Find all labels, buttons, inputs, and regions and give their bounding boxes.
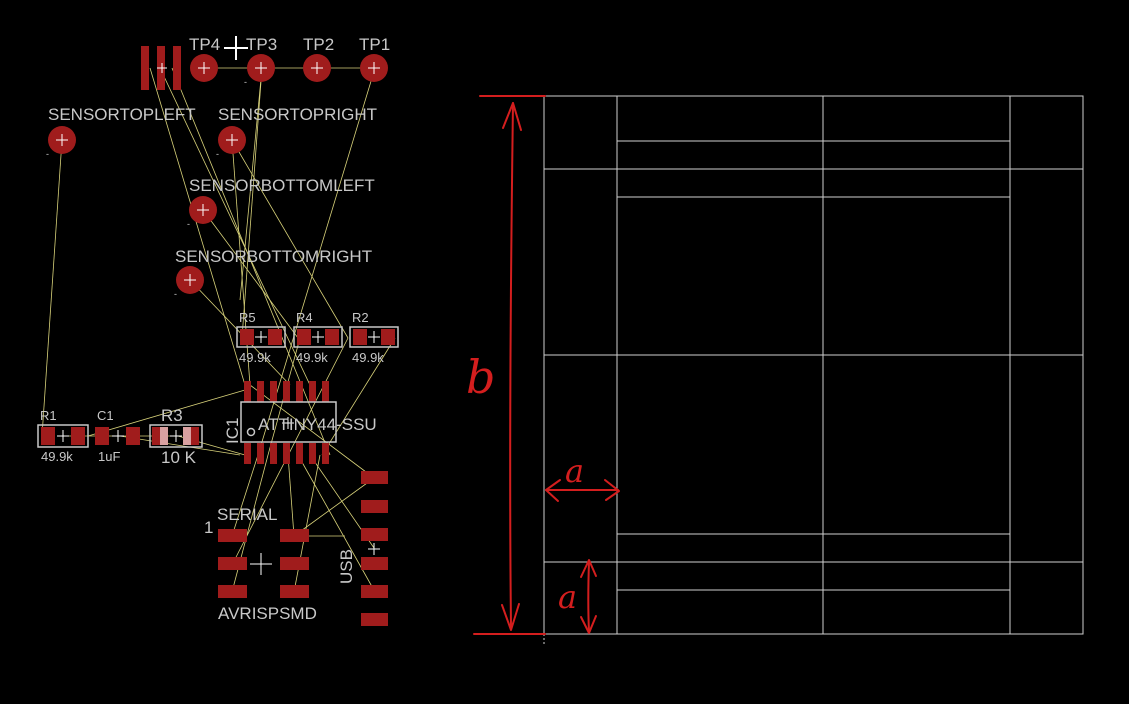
resistor-r4[interactable]: R4 49.9k (293, 310, 343, 365)
pad-minus-mark: - (244, 77, 247, 87)
resistor-r1[interactable]: R1 49.9k (37, 408, 89, 464)
capacitor-c1-ref: C1 (97, 408, 114, 423)
pin1-label: 1 (204, 518, 213, 537)
testpoint-tp1-label: TP1 (359, 35, 390, 54)
resistor-r1-ref: R1 (40, 408, 57, 423)
b-label: b (466, 350, 495, 404)
sensor-bottom-right[interactable]: SENSORBOTTOMRIGHT - (174, 247, 372, 299)
testpoint-tp3-label: TP3 (246, 35, 277, 54)
pad-minus-mark: - (46, 149, 49, 159)
pad-minus-mark: - (174, 289, 177, 299)
ic1-ref-label: IC1 (223, 418, 242, 444)
sensor-bottom-left[interactable]: SENSORBOTTOMLEFT - (187, 176, 375, 229)
testpoint-tp1[interactable]: TP1 (359, 35, 390, 82)
resistor-r3-ref: R3 (161, 406, 183, 425)
cursor-crosshair-icon (224, 36, 248, 60)
sensor-top-right[interactable]: SENSORTOPRIGHT - (216, 105, 377, 159)
testpoint-tp3[interactable]: TP3 (246, 35, 277, 82)
resistor-r2-ref: R2 (352, 310, 369, 325)
sensor-top-left-label: SENSORTOPLEFT (48, 105, 196, 124)
pad-minus-mark: - (216, 149, 219, 159)
ic1-attiny[interactable]: ATTINY44-SSU IC1 (223, 381, 377, 464)
a-height-label: a (558, 578, 577, 616)
resistor-r2[interactable]: R2 49.9k (349, 310, 399, 365)
resistor-r3[interactable]: R3 10 K (149, 406, 203, 467)
resistor-r2-value: 49.9k (352, 350, 384, 365)
b-dimension-arrow: b (466, 95, 546, 635)
a-width-arrow: a (545, 452, 620, 502)
pad-minus-mark: - (187, 219, 190, 229)
header-pads[interactable] (141, 46, 181, 90)
capacitor-c1-value: 1uF (98, 449, 120, 464)
capacitor-c1[interactable]: C1 1uF (95, 408, 140, 464)
ic1-part-label: ATTINY44-SSU (258, 415, 377, 434)
serial-label: SERIAL (217, 505, 277, 524)
resistor-r5-value: 49.9k (239, 350, 271, 365)
resistor-r3-value: 10 K (161, 448, 197, 467)
testpoint-tp2-label: TP2 (303, 35, 334, 54)
usb-connector[interactable]: USB (337, 471, 388, 626)
resistor-r4-value: 49.9k (296, 350, 328, 365)
sensor-bottom-left-label: SENSORBOTTOMLEFT (189, 176, 375, 195)
avrisp-header[interactable]: SERIAL 1 AVRISPSMD (204, 505, 317, 623)
sensor-top-right-label: SENSORTOPRIGHT (218, 105, 377, 124)
usb-label: USB (337, 549, 356, 584)
pcb-board: TP4 TP3 TP2 TP1 - SENSORTOPLEFT - (37, 35, 399, 626)
a-width-label: a (565, 452, 584, 490)
testpoint-tp2[interactable]: TP2 (303, 35, 334, 82)
resistor-r5[interactable]: R5 49.9k (236, 310, 286, 365)
testpoint-tp4-label: TP4 (189, 35, 220, 54)
resistor-r1-value: 49.9k (41, 449, 73, 464)
resistor-r4-ref: R4 (296, 310, 313, 325)
resistor-r5-ref: R5 (239, 310, 256, 325)
dimension-annotations: b a a (466, 95, 620, 635)
dimension-grid (543, 95, 1084, 644)
testpoint-tp4[interactable]: TP4 (189, 35, 220, 82)
avrisp-label: AVRISPSMD (218, 604, 317, 623)
sensor-bottom-right-label: SENSORBOTTOMRIGHT (175, 247, 372, 266)
a-height-arrow: a (558, 559, 597, 634)
sensor-top-left[interactable]: SENSORTOPLEFT - (46, 105, 196, 159)
